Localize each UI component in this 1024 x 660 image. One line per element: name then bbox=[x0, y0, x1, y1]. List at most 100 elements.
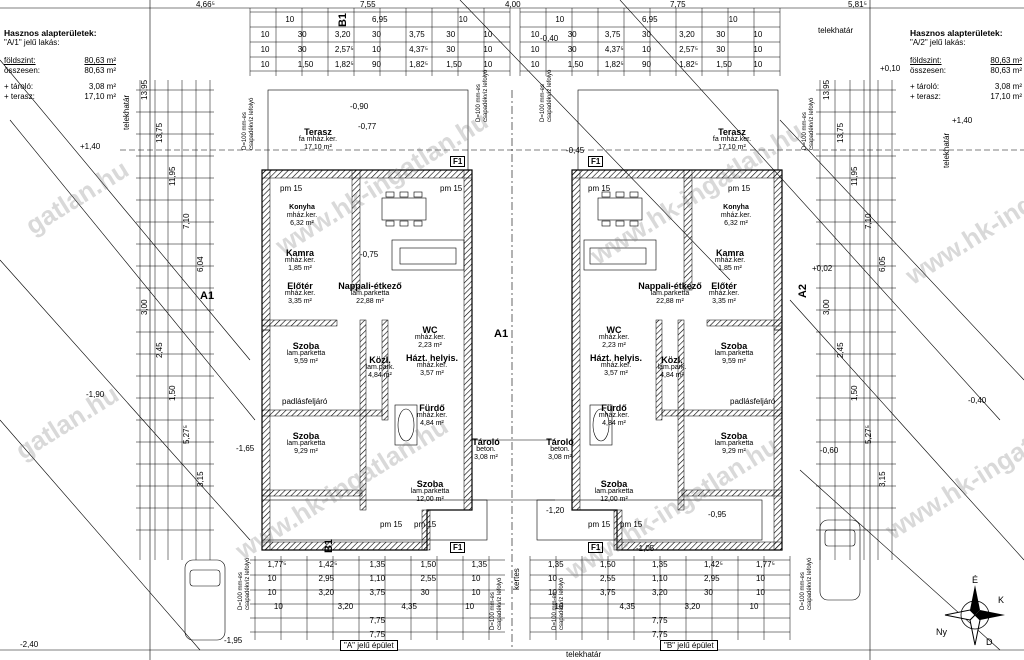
dim-label: 10 bbox=[749, 602, 759, 611]
pipe-label: D=100 mm-es csapadékvíz lefolyó bbox=[238, 557, 251, 610]
dim-label: 7,75 bbox=[652, 616, 668, 625]
dim-label: 2,55 bbox=[600, 574, 616, 583]
dim-label: 1,50 bbox=[600, 560, 616, 569]
dim-label: 2,95 bbox=[704, 574, 720, 583]
dim-label: 1,77⁵ bbox=[756, 560, 775, 569]
dim-label: 90 bbox=[642, 60, 651, 69]
dim-label: 1,50 bbox=[716, 60, 732, 69]
dim-label: 1,82⁵ bbox=[604, 60, 624, 69]
dim-label: 10 bbox=[465, 602, 475, 611]
level-mark: +0,10 bbox=[880, 64, 901, 73]
dim-label: 1,50 bbox=[446, 60, 462, 69]
room-utility: Házt. helyis.mház.ker.3,57 m² bbox=[405, 353, 459, 378]
dim-label: 1,77⁵ bbox=[267, 560, 287, 569]
dim-label: 1,42⁵ bbox=[318, 560, 338, 569]
dim-label: 10 bbox=[554, 602, 564, 611]
dim-label: 3,75 bbox=[409, 30, 425, 39]
level-mark: -0,40 bbox=[540, 34, 559, 43]
dim-label: 1,35 bbox=[548, 560, 564, 569]
level-mark: -1,65 bbox=[236, 444, 255, 453]
compass-west: Ny bbox=[936, 627, 947, 637]
pipe-label: D=100 mm-es csapadékvíz lefolyó bbox=[490, 577, 503, 630]
dim-label: 10 bbox=[260, 45, 270, 54]
dim-label: 30 bbox=[372, 30, 381, 39]
dim-label: 30 bbox=[704, 588, 713, 597]
dim-label: 7,75 bbox=[369, 630, 386, 639]
garden-label: kertes bbox=[512, 568, 521, 590]
dim-label: 90 bbox=[372, 60, 381, 69]
dim-label: 10 bbox=[285, 15, 295, 24]
dim-label: 10 bbox=[458, 15, 468, 24]
pipe-label: D=100 mm-es csapadékvíz lefolyó bbox=[552, 577, 565, 630]
level-mark: -2,40 bbox=[20, 640, 39, 649]
level-mark: -0,95 bbox=[708, 510, 727, 519]
dim-label: 10 bbox=[471, 574, 481, 583]
dim-label: 10 bbox=[471, 588, 481, 597]
dim-label: 30 bbox=[420, 588, 430, 597]
pm-tag: pm 15 bbox=[280, 184, 303, 193]
dim-label: 30 bbox=[297, 45, 307, 54]
dim-label: 1,50 bbox=[297, 60, 314, 69]
dim-label: 10 bbox=[753, 30, 763, 39]
pm-tag: pm 15 bbox=[588, 184, 611, 193]
building-b-label: "B" jelű épület bbox=[660, 640, 718, 651]
dim-label: 1,50 bbox=[567, 60, 584, 69]
dim-label: 10 bbox=[530, 60, 540, 69]
window-tag: F1 bbox=[588, 542, 604, 553]
compass-south: D bbox=[986, 637, 993, 647]
dim-label: 30 bbox=[716, 30, 726, 39]
dim-label: 4,35 bbox=[401, 602, 417, 611]
dim-label: 4,37⁵ bbox=[409, 45, 429, 54]
pm-tag: pm 15 bbox=[620, 520, 643, 529]
section-mark-b1: B1 bbox=[337, 12, 350, 28]
dim-label: 3,75 bbox=[369, 588, 386, 597]
dim-label: 10 bbox=[273, 602, 283, 611]
section-mark-a2: A2 bbox=[797, 283, 810, 299]
dim-label: 3,20 bbox=[318, 588, 335, 597]
compass-east: K bbox=[998, 595, 1005, 605]
dim-label-vertical: 2,45 bbox=[836, 342, 845, 358]
dim-label-vertical: 13,75 bbox=[836, 122, 845, 143]
dim-label: 10 bbox=[372, 45, 381, 54]
dim-label: 30 bbox=[716, 45, 726, 54]
dim-label: 3,75 bbox=[600, 588, 616, 597]
dim-label: 30 bbox=[446, 45, 456, 54]
dim-label: 30 bbox=[297, 30, 307, 39]
dim-label: 3,75 bbox=[604, 30, 621, 39]
dim-label-vertical: 5,27⁵ bbox=[864, 425, 873, 444]
dim-label: 10 bbox=[260, 60, 270, 69]
dim-label-vertical: 3,00 bbox=[140, 299, 149, 315]
dim-label: 2,55 bbox=[420, 574, 437, 583]
dim-label: 4,66⁵ bbox=[196, 0, 215, 9]
dim-label: 10 bbox=[267, 588, 277, 597]
dim-label-vertical: 11,95 bbox=[850, 166, 859, 186]
dim-label-vertical: 13,95 bbox=[140, 79, 149, 100]
pm-tag: pm 15 bbox=[728, 184, 751, 193]
dimension-lines bbox=[136, 8, 896, 640]
interior-lines bbox=[184, 89, 861, 650]
dim-label: 1,50 bbox=[420, 560, 437, 569]
dim-label: 10 bbox=[483, 60, 493, 69]
attic-access-label: padlásfeljáró bbox=[282, 397, 328, 406]
pipe-label: D=100 mm-es csapadékvíz lefolyó bbox=[242, 97, 255, 150]
dim-label: 1,10 bbox=[369, 574, 386, 583]
dim-label: 10 bbox=[530, 45, 540, 54]
level-mark: -0,40 bbox=[968, 396, 987, 405]
dim-label: 10 bbox=[753, 45, 763, 54]
room-corridor: Közl.lam.park.4,84 m² bbox=[657, 355, 687, 380]
dim-label: 7,55 bbox=[360, 0, 376, 9]
area-summary-a2: Hasznos alapterületek: "A/2" jelű lakás:… bbox=[910, 28, 1022, 101]
dim-label: 10 bbox=[483, 45, 493, 54]
area-summary-a1: Hasznos alapterületek: "A/1" jelű lakás:… bbox=[4, 28, 116, 101]
dim-label: 10 bbox=[728, 15, 738, 24]
level-mark: -0,75 bbox=[360, 250, 379, 259]
